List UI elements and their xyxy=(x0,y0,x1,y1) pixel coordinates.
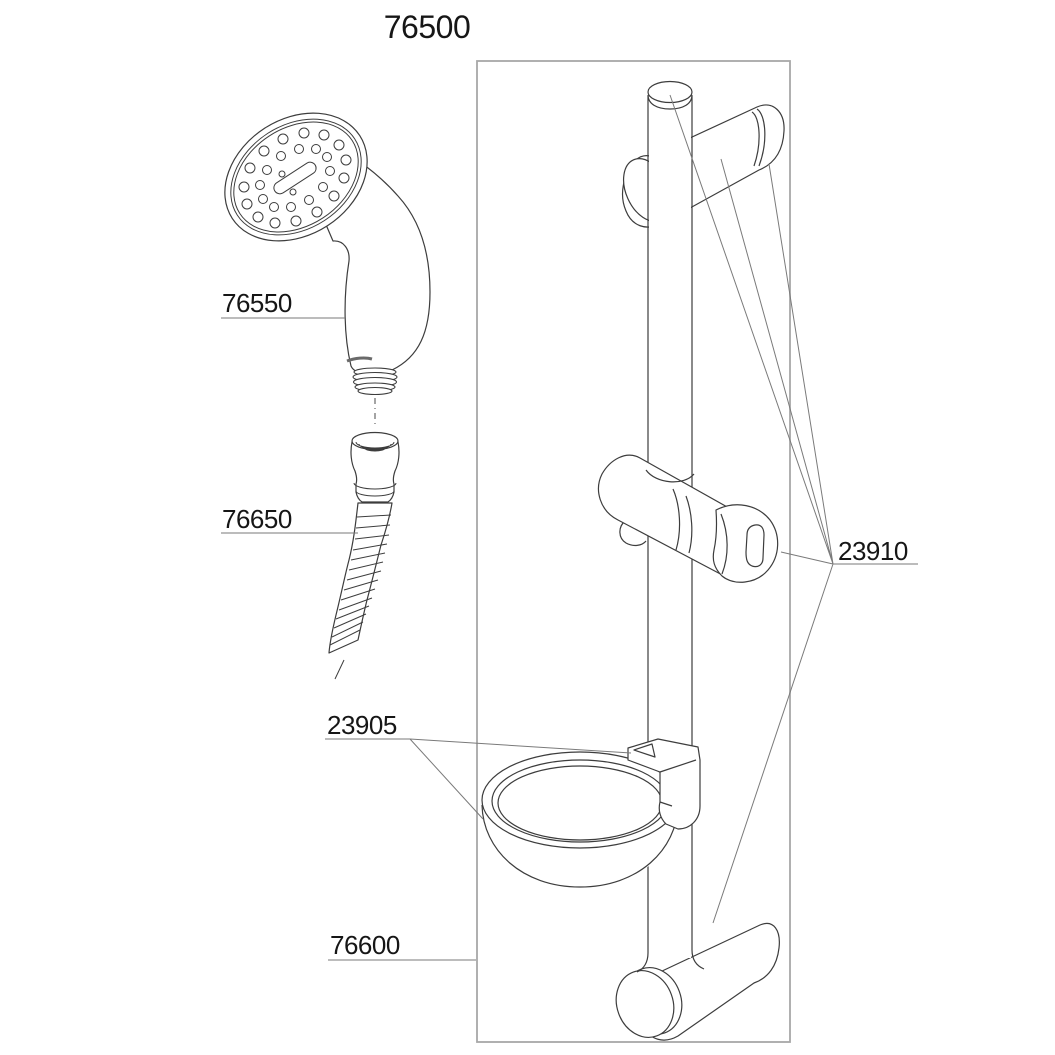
bar-side-lines xyxy=(636,96,705,973)
hose-ribs xyxy=(329,514,392,646)
label-soap-dish: 23905 xyxy=(327,710,397,740)
diagram-title: 76500 xyxy=(384,9,470,45)
label-holder-set: 23910 xyxy=(838,536,908,566)
holder-bar-saddle xyxy=(645,469,695,483)
leader-soap-dish xyxy=(325,738,632,820)
hand-shower xyxy=(224,112,431,396)
spray-face-ring2 xyxy=(233,121,359,233)
holder-tab xyxy=(619,520,647,547)
nozzle-ring-outer xyxy=(238,127,352,229)
label-hose: 76650 xyxy=(222,504,292,534)
dish-band-fill xyxy=(482,748,678,886)
leader-holder-set xyxy=(669,94,918,924)
male-thread xyxy=(352,367,398,396)
spray-center-plate xyxy=(273,161,317,195)
bar-top-cap-ring xyxy=(647,94,693,110)
bracket-end-ring xyxy=(751,108,766,167)
shower-hose xyxy=(328,431,400,680)
holder-cup-slot xyxy=(745,524,765,568)
leader-lines xyxy=(221,94,918,961)
holder-cup-mouth xyxy=(720,513,728,575)
hose-nut-threads xyxy=(355,441,395,452)
hose-nut-opening xyxy=(351,431,399,451)
soap-dish xyxy=(481,738,701,888)
nozzle-ring-inner xyxy=(255,144,335,212)
shower-holder-slider xyxy=(597,454,779,583)
hose-nut-body xyxy=(350,441,400,503)
labels: 76500 76550 76650 23910 23905 76600 xyxy=(222,9,908,960)
hose-cut-tip xyxy=(334,659,345,680)
top-wall-bracket xyxy=(622,104,785,228)
label-hand-shower: 76550 xyxy=(222,288,292,318)
dish-clamp xyxy=(627,738,701,830)
bottom-wall-bracket xyxy=(615,922,780,1041)
hose-nut-band xyxy=(353,482,397,497)
dish-outer-wall xyxy=(481,804,679,888)
frame-rect xyxy=(476,60,791,1043)
bracket-cap-face xyxy=(615,970,675,1038)
spray-face-ring xyxy=(230,118,362,236)
handle-logo-mark xyxy=(346,356,373,363)
thread-ring xyxy=(357,386,393,396)
label-slide-bar: 76600 xyxy=(330,930,400,960)
holder-ring-band xyxy=(672,488,693,554)
bar-top-cap xyxy=(647,80,693,104)
dish-clamp-notch xyxy=(633,743,697,807)
diagram-frame xyxy=(476,60,791,1043)
